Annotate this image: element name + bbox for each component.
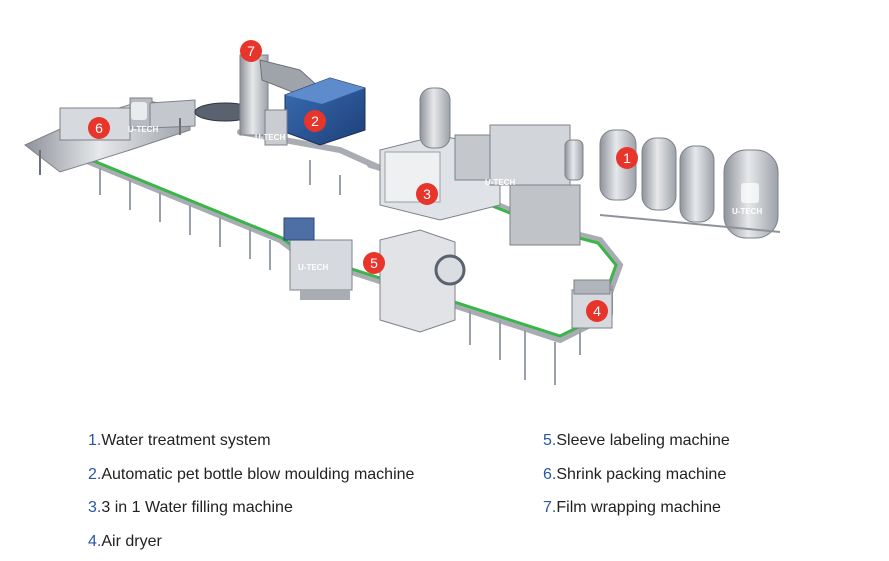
brand-logo: U-TECH — [732, 183, 762, 216]
svg-text:2: 2 — [311, 113, 319, 129]
badge-5: 5 — [363, 252, 385, 274]
legend-item-2: 2.Automatic pet bottle blow moulding mac… — [88, 466, 415, 483]
svg-text:U-TECH: U-TECH — [732, 207, 762, 216]
badge-4: 4 — [586, 300, 608, 322]
svg-text:4: 4 — [593, 303, 601, 319]
legend-item-3: 3.3 in 1 Water filling machine — [88, 499, 293, 516]
brand-logo: U-TECH — [255, 133, 285, 142]
svg-text:5: 5 — [370, 255, 378, 271]
blow-moulding-machine — [264, 77, 366, 146]
brand-logo: U-TECH — [298, 263, 328, 272]
legend-number: 5 — [543, 432, 552, 449]
svg-text:U-TECH: U-TECH — [485, 178, 515, 187]
legend-label: Water treatment system — [101, 432, 271, 449]
svg-text:7: 7 — [247, 43, 255, 59]
legend-item-1: 1.Water treatment system — [88, 432, 271, 449]
badge-6: 6 — [88, 117, 110, 139]
badge-1: 1 — [616, 147, 638, 169]
svg-text:U-TECH: U-TECH — [128, 125, 158, 134]
production-line-illustration: U-TECH U-TECH U-TECH U-TECH U-TECH 1 2 3… — [24, 40, 781, 385]
mixing-equipment — [489, 124, 584, 246]
legend-label: Film wrapping machine — [556, 499, 721, 516]
legend-number: 6 — [543, 466, 552, 483]
legend-item-4: 4.Air dryer — [88, 533, 162, 550]
svg-text:3: 3 — [423, 186, 431, 202]
water-filling-machine — [379, 87, 501, 221]
svg-text:U-TECH: U-TECH — [255, 133, 285, 142]
brand-logo: U-TECH — [485, 178, 515, 187]
film-wrapping-machine — [194, 54, 321, 136]
legend-number: 4 — [88, 533, 97, 550]
badge-2: 2 — [304, 110, 326, 132]
legend-item-6: 6.Shrink packing machine — [543, 466, 727, 483]
svg-text:U-TECH: U-TECH — [298, 263, 328, 272]
legend-label: Automatic pet bottle blow moulding machi… — [101, 466, 415, 483]
badge-7: 7 — [240, 40, 262, 62]
legend-item-7: 7.Film wrapping machine — [543, 499, 721, 516]
legend-label: Air dryer — [101, 533, 162, 550]
legend-label: 3 in 1 Water filling machine — [101, 499, 293, 516]
shrink-packing-machine — [24, 97, 196, 175]
legend-number: 1 — [88, 432, 97, 449]
legend-label: Shrink packing machine — [556, 466, 727, 483]
legend-number: 3 — [88, 499, 97, 516]
brand-logo: U-TECH — [128, 102, 158, 134]
badge-3: 3 — [416, 183, 438, 205]
legend-number: 2 — [88, 466, 97, 483]
legend-label: Sleeve labeling machine — [556, 432, 730, 449]
conveyor-legs — [99, 160, 613, 385]
svg-text:1: 1 — [623, 150, 631, 166]
legend-item-5: 5.Sleeve labeling machine — [543, 432, 730, 449]
svg-text:6: 6 — [95, 120, 103, 136]
sleeve-labeling-machine — [283, 217, 466, 333]
legend-number: 7 — [543, 499, 552, 516]
